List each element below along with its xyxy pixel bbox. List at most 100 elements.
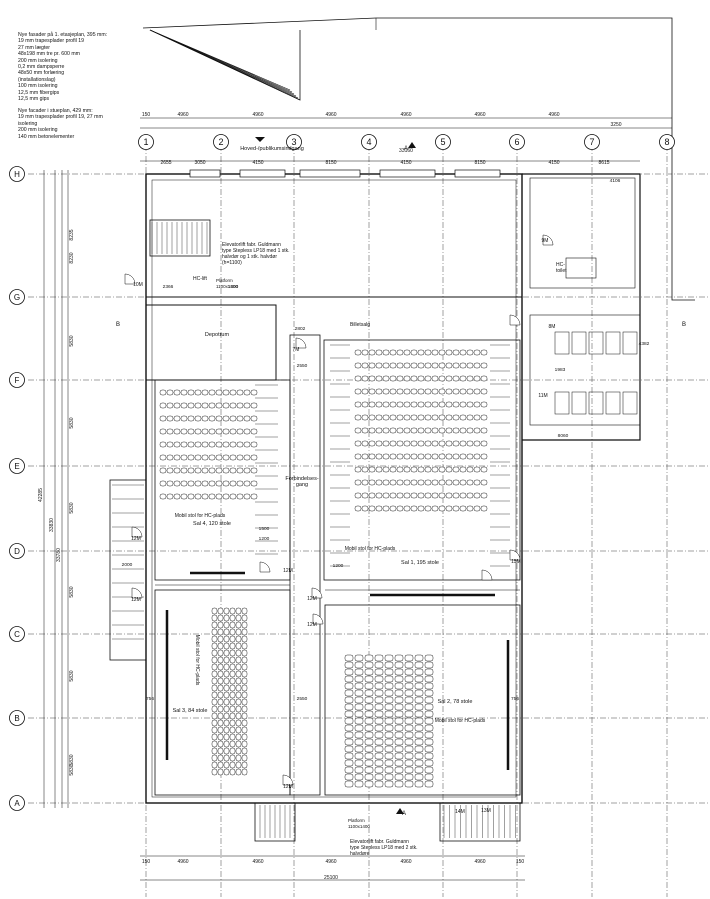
seat <box>389 479 397 486</box>
seat <box>194 389 202 396</box>
toilet-stall <box>571 391 587 415</box>
seat <box>403 401 411 408</box>
seat <box>396 362 404 369</box>
seat <box>364 703 374 711</box>
grid-row-bubble <box>9 372 25 388</box>
facade-note-1-line: 48x198 mm tre pr. 600 mm <box>18 51 80 58</box>
seat <box>187 415 195 422</box>
seat <box>344 675 354 683</box>
billet-label: Billetsalg <box>350 322 370 328</box>
seat <box>404 675 414 683</box>
dim-inner-value: 2366 <box>163 284 174 290</box>
seat <box>187 454 195 461</box>
hc-place-label-sal2: Mobil stol for HC-plads <box>435 718 486 724</box>
seat <box>211 614 218 622</box>
seat <box>217 614 224 622</box>
seat <box>201 389 209 396</box>
section-a-top: A <box>404 146 408 152</box>
seat <box>431 427 439 434</box>
seat <box>424 689 434 697</box>
seat <box>250 441 258 448</box>
dim-left-value: 5830 <box>69 502 75 513</box>
seat <box>208 480 216 487</box>
seat <box>431 375 439 382</box>
seat <box>354 689 364 697</box>
seat <box>208 389 216 396</box>
sal2-room <box>324 604 521 796</box>
seat <box>459 440 467 447</box>
seat <box>417 388 425 395</box>
seat <box>414 717 424 725</box>
seat <box>424 654 434 662</box>
facade-note-2-line: 200 mm isolering <box>18 127 58 134</box>
seat <box>344 710 354 718</box>
seat <box>243 428 251 435</box>
facade-note-1-line: 12,5 mm fibergips <box>18 89 60 96</box>
dim-left-value: 5830 <box>69 670 75 681</box>
seat <box>374 654 384 662</box>
seat <box>222 467 230 474</box>
elevator-bottom-label: halvdøre <box>350 851 370 857</box>
seat <box>368 440 376 447</box>
door-swing <box>311 587 323 599</box>
seat <box>229 747 236 755</box>
dim-inner-value: 4382 <box>639 341 650 347</box>
seat <box>217 726 224 734</box>
door-tag: 12M <box>307 596 317 602</box>
seat <box>368 388 376 395</box>
dim-inner-value: 2550 <box>297 363 308 369</box>
seat <box>438 375 446 382</box>
dim-bottom-value: 4960 <box>252 859 263 865</box>
seat <box>364 668 374 676</box>
seat <box>389 414 397 421</box>
seat <box>473 479 481 486</box>
seat <box>394 703 404 711</box>
grid-row-label: D <box>14 547 20 556</box>
seat <box>424 766 434 774</box>
toilet-block-lower <box>529 314 641 426</box>
seat <box>235 663 242 671</box>
corridor-label: Forbindelses- <box>285 476 318 482</box>
seat <box>414 675 424 683</box>
seat <box>374 752 384 760</box>
seat <box>229 663 236 671</box>
seat <box>403 427 411 434</box>
seat <box>445 401 453 408</box>
seat <box>217 663 224 671</box>
seat <box>414 773 424 781</box>
seat <box>382 440 390 447</box>
seat <box>201 441 209 448</box>
seat <box>417 375 425 382</box>
seat <box>459 427 467 434</box>
seat <box>368 414 376 421</box>
sal4-room <box>154 379 291 581</box>
seat <box>459 492 467 499</box>
seat <box>364 661 374 669</box>
seat <box>215 415 223 422</box>
seat <box>452 375 460 382</box>
seat <box>211 754 218 762</box>
seat <box>389 401 397 408</box>
seat <box>222 441 230 448</box>
hc-place-label-sal1: Mobil stol for HC-plads <box>345 546 396 552</box>
seat <box>424 427 432 434</box>
seat <box>368 349 376 356</box>
seat <box>241 649 248 657</box>
seat <box>480 401 488 408</box>
grid-column-bubble <box>138 134 154 150</box>
door-swing <box>124 273 136 285</box>
seat <box>223 621 230 629</box>
seat <box>431 466 439 473</box>
seat <box>194 467 202 474</box>
grid-row-label: C <box>14 630 20 639</box>
seat <box>368 492 376 499</box>
dim-inner-value: 2550 <box>297 696 308 702</box>
seat <box>217 698 224 706</box>
dim-inner-value: 1983 <box>555 367 566 373</box>
seat <box>223 628 230 636</box>
seat <box>187 428 195 435</box>
seat <box>236 493 244 500</box>
dim-top-value: 4960 <box>177 112 188 118</box>
seat <box>354 427 362 434</box>
seat <box>414 703 424 711</box>
